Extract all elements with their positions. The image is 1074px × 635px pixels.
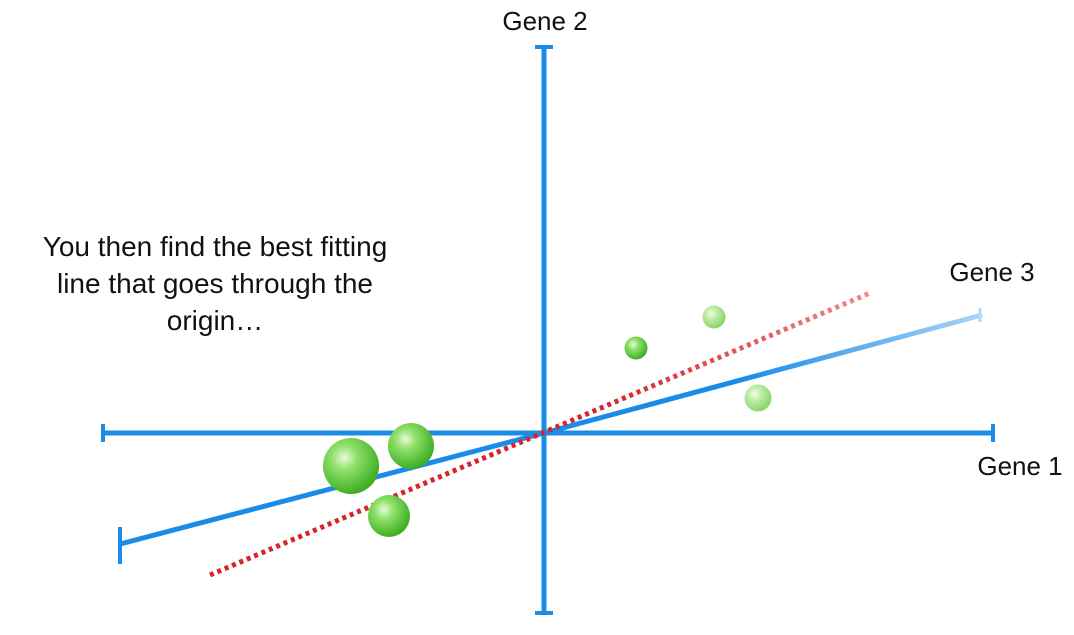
data-point [624,336,648,360]
caption-line: You then find the best fitting [42,231,388,262]
gene2-label: Gene 2 [502,6,587,36]
caption-text: You then find the best fitting line that… [10,228,420,339]
gene2-axis [535,45,553,615]
data-point [323,438,379,494]
data-points [323,305,772,537]
data-point [368,495,410,537]
data-point [702,305,726,329]
gene3-label: Gene 3 [949,257,1034,287]
caption-line: origin… [166,305,264,336]
data-point [388,423,434,469]
gene3-axis [118,308,983,564]
data-point [744,384,772,412]
caption-line: line that goes through the [56,268,373,299]
gene1-label: Gene 1 [977,451,1062,481]
